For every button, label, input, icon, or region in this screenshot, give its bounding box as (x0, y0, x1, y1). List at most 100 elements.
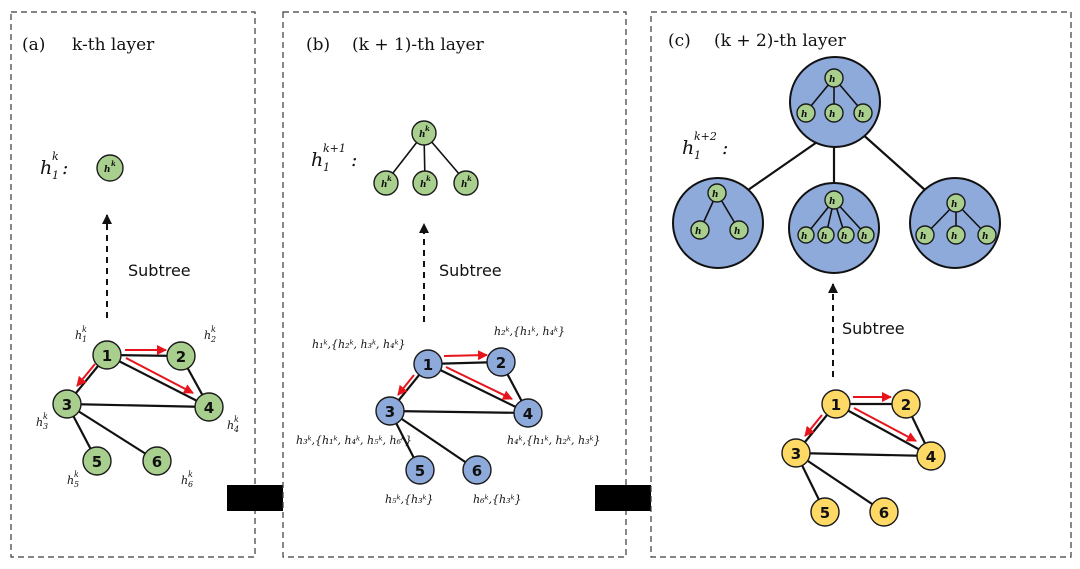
panel-b-label-4: h₄ᵏ,{h₁ᵏ, h₂ᵏ, h₃ᵏ} (507, 434, 601, 447)
panel-b-tree-child-2: hk (373, 170, 399, 196)
panel-c-tree-edge-1 (747, 139, 821, 191)
svg-text:k: k (43, 412, 48, 421)
svg-text:k: k (188, 470, 193, 479)
panel-b-label-1: h₁ᵏ,{h₂ᵏ, h₃ᵏ, h₄ᵏ} (312, 338, 406, 351)
panel-b-red-arrow-1-4 (445, 366, 513, 400)
panel-c: (c) (k + 2)-th layer h k+2 1 : h h h h h… (650, 11, 1072, 558)
svg-text:k: k (234, 415, 239, 424)
panel-c-super-root: h h h h (789, 56, 881, 148)
svg-text:6: 6 (472, 462, 482, 480)
panel-c-super-child-1: h h h (672, 177, 764, 269)
panel-b-node-4: 4 (513, 398, 543, 428)
svg-text:3: 3 (791, 445, 801, 463)
panel-b-frame (282, 11, 627, 558)
svg-text:h: h (841, 232, 848, 242)
svg-text:h: h (461, 180, 468, 190)
panel-a-title: k-th layer (72, 35, 155, 55)
panel-b-node-2: 2 (486, 347, 516, 377)
panel-c-node-4: 4 (916, 441, 946, 471)
panel-b-red-arrow-1-3 (397, 374, 415, 396)
panel-a-red-arrow-1-3 (76, 363, 96, 387)
svg-text:h: h (381, 180, 388, 190)
svg-text:3: 3 (43, 422, 48, 431)
svg-text:h: h (982, 232, 989, 242)
panel-c-red-arrow-1-3 (804, 414, 823, 437)
panel-b-edge-3-4 (389, 409, 529, 415)
panel-c-h-sub: 1 (694, 149, 701, 162)
panel-a-node-4: 4 (194, 392, 224, 422)
panel-b-letter: (b) (306, 35, 330, 55)
svg-text:3: 3 (62, 396, 72, 414)
panel-a-node-5: 5 (82, 446, 112, 476)
svg-text:h: h (36, 416, 43, 429)
svg-text:3: 3 (385, 403, 395, 421)
panel-b-edge-3-6 (389, 410, 478, 471)
panel-b-h-sup: k+1 (323, 142, 346, 155)
panel-c-node-3: 3 (781, 438, 811, 468)
svg-text:h: h (204, 329, 211, 342)
panel-c-edge-3-4 (795, 451, 932, 458)
panel-b-h: h (311, 149, 323, 171)
panel-c-h: h (682, 137, 694, 159)
panel-b-subtree-label: Subtree (439, 261, 502, 280)
panel-b-label-2: h₂ᵏ,{h₁ᵏ, h₄ᵏ} (494, 325, 565, 338)
svg-text:k: k (467, 174, 472, 183)
panel-a-subtree-label: Subtree (128, 261, 191, 280)
svg-text:h: h (920, 232, 927, 242)
svg-text:h: h (67, 474, 74, 487)
svg-text:h: h (829, 75, 836, 85)
panel-c-super-child-2: h h h h h (788, 182, 880, 274)
svg-text:4: 4 (926, 448, 936, 466)
svg-text:5: 5 (415, 462, 425, 480)
panel-b-title: (k + 1)-th layer (352, 35, 485, 55)
panel-a-h-colon: : (62, 157, 68, 179)
panel-c-super-child-3: h h h h (909, 177, 1001, 269)
panel-b-label-3: h₃ᵏ,{h₁ᵏ, h₄ᵏ, h₅ᵏ, h₆ᵏ} (296, 434, 412, 447)
panel-a-h-sup: k (52, 150, 59, 163)
panel-b-h-sub: 1 (323, 161, 330, 174)
panel-c-subtree-label: Subtree (842, 319, 905, 338)
panel-b: (b) (k + 1)-th layer h k+1 1 : hk hk hk … (282, 11, 627, 558)
panel-a: (a) k-th layer h k 1 : h k Subtree 1 2 3… (10, 11, 256, 558)
svg-text:5: 5 (92, 453, 102, 471)
panel-a-h: h (40, 157, 52, 179)
panel-b-edge-1-4 (427, 363, 529, 414)
svg-text:h: h (181, 474, 188, 487)
svg-text:4: 4 (523, 405, 533, 423)
panel-a-edge-3-4 (66, 402, 210, 409)
panel-c-edge-1-4 (835, 403, 932, 457)
svg-text:k: k (426, 174, 431, 183)
panel-b-tree-child-4: hk (453, 170, 479, 196)
panel-c-h-sup: k+2 (694, 130, 717, 143)
panel-b-node-1: 1 (413, 349, 443, 379)
panel-a-node-2: 2 (166, 341, 196, 371)
svg-text:1: 1 (102, 347, 112, 365)
svg-text:h: h (712, 190, 719, 200)
panel-a-root-node (96, 154, 124, 182)
svg-text:k: k (211, 325, 216, 334)
svg-text:h: h (951, 232, 958, 242)
svg-text:4: 4 (233, 425, 239, 434)
svg-text:h: h (801, 232, 808, 242)
svg-text:h: h (829, 110, 836, 120)
svg-text:5: 5 (820, 504, 830, 522)
svg-text:1: 1 (82, 335, 87, 344)
svg-text:h: h (419, 130, 426, 140)
svg-text:2: 2 (210, 335, 216, 344)
svg-text:h: h (858, 110, 865, 120)
svg-text:k: k (74, 470, 79, 479)
svg-text:h: h (861, 232, 868, 242)
panel-c-node-2: 2 (891, 389, 921, 419)
panel-a-edge-3-6 (66, 403, 158, 462)
svg-text:k: k (425, 124, 430, 133)
svg-text:6: 6 (879, 504, 889, 522)
svg-text:2: 2 (901, 396, 911, 414)
panel-c-title: (k + 2)-th layer (714, 31, 847, 51)
panel-b-node-5: 5 (405, 455, 435, 485)
panel-c-red-arrow-1-4 (853, 407, 917, 442)
svg-text:h: h (227, 419, 234, 432)
